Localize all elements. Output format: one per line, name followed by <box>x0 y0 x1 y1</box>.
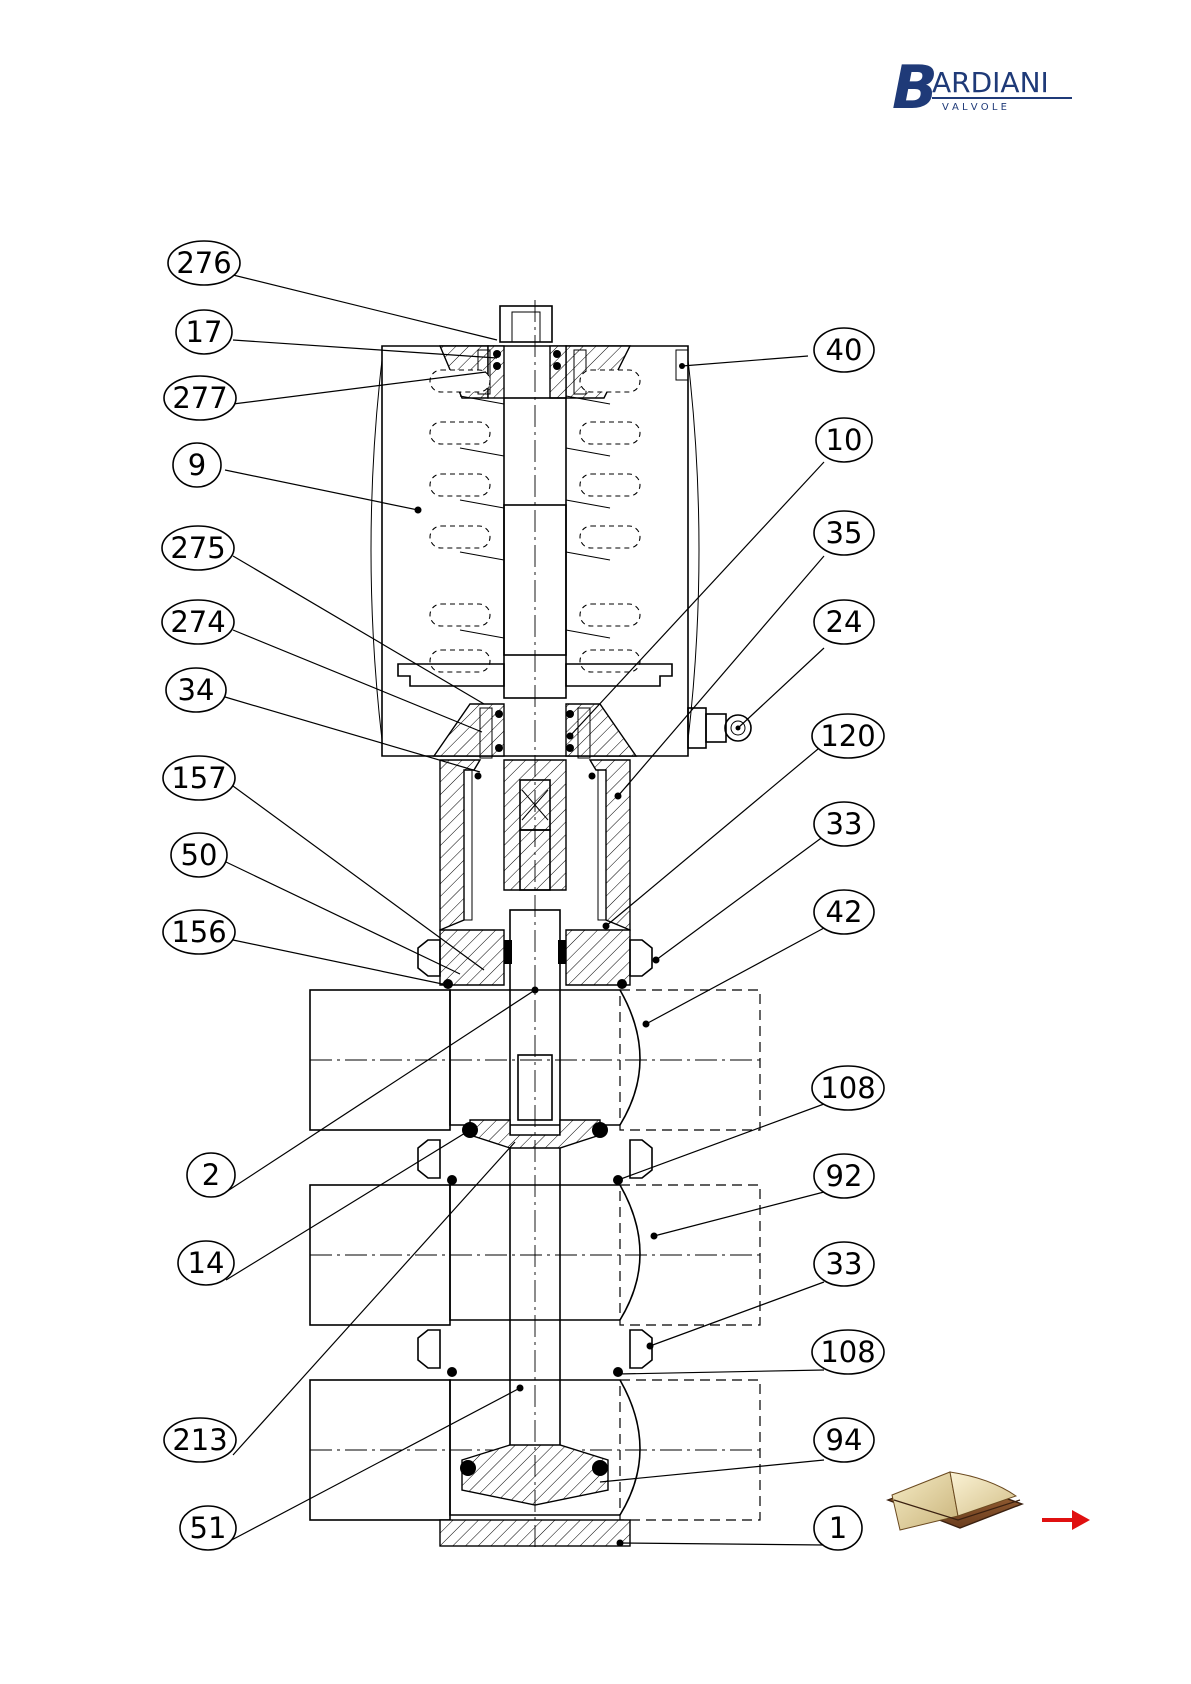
callout-label: 42 <box>826 895 863 929</box>
spring-coils-right <box>566 370 640 672</box>
callout-label: 156 <box>171 915 226 949</box>
callout-108-upper: 108 <box>812 1066 884 1110</box>
callout-42: 42 <box>814 890 874 934</box>
callout-label: 120 <box>820 719 875 753</box>
callout-label: 277 <box>172 381 227 415</box>
callout-157: 157 <box>163 756 235 800</box>
callout-51: 51 <box>180 1506 236 1550</box>
callout-label: 157 <box>171 761 226 795</box>
callout-24: 24 <box>814 600 874 644</box>
callout-label: 108 <box>820 1335 875 1369</box>
callout-276: 276 <box>168 241 240 285</box>
callout-label: 24 <box>826 605 863 639</box>
callout-33-lower: 33 <box>814 1242 874 1286</box>
logo-brand-text: ARDIANI <box>932 66 1049 99</box>
valve-body <box>310 300 760 1550</box>
callout-275: 275 <box>162 526 234 570</box>
callout-balloons: 276 17 277 9 275 274 34 157 50 156 2 14 … <box>162 241 884 1550</box>
bardiani-logo: B ARDIANI V A L V O L E <box>892 53 1072 123</box>
callout-label: 33 <box>826 1247 863 1281</box>
actuator-bottom-cover <box>434 704 504 756</box>
actuator-assembly <box>371 306 751 758</box>
callout-label: 94 <box>826 1423 863 1457</box>
right-arrow-icon[interactable] <box>1042 1510 1090 1530</box>
callout-label: 1 <box>829 1511 847 1545</box>
callout-33-upper: 33 <box>814 802 874 846</box>
callout-label: 2 <box>202 1158 220 1192</box>
callout-120: 120 <box>812 714 884 758</box>
callout-17: 17 <box>176 310 232 354</box>
callout-label: 50 <box>181 838 218 872</box>
callout-92: 92 <box>814 1154 874 1198</box>
callout-label: 14 <box>188 1246 225 1280</box>
callout-40: 40 <box>814 328 874 372</box>
callout-274: 274 <box>162 600 234 644</box>
callout-label: 17 <box>186 315 223 349</box>
callout-label: 33 <box>826 807 863 841</box>
callout-label: 51 <box>190 1511 227 1545</box>
logo-initial: B <box>892 53 938 123</box>
spring-coils-left <box>430 370 504 672</box>
callout-35: 35 <box>814 511 874 555</box>
callout-label: 276 <box>176 246 231 280</box>
callout-label: 275 <box>170 531 225 565</box>
callout-156: 156 <box>163 910 235 954</box>
callout-213: 213 <box>164 1418 236 1462</box>
callout-94: 94 <box>814 1418 874 1462</box>
callout-34: 34 <box>166 668 226 712</box>
callout-label: 35 <box>826 516 863 550</box>
callout-50: 50 <box>171 833 227 877</box>
open-book-icon[interactable] <box>888 1472 1022 1530</box>
callout-label: 108 <box>820 1071 875 1105</box>
callout-14: 14 <box>178 1241 234 1285</box>
logo-subtitle-text: V A L V O L E <box>942 102 1007 113</box>
callout-9: 9 <box>173 443 221 487</box>
callout-10: 10 <box>816 418 872 462</box>
callout-label: 34 <box>178 673 215 707</box>
callout-1: 1 <box>814 1506 862 1550</box>
callout-label: 92 <box>826 1159 863 1193</box>
top-nut <box>500 306 552 342</box>
callout-label: 274 <box>170 605 225 639</box>
callout-label: 40 <box>826 333 863 367</box>
callout-label: 10 <box>826 423 863 457</box>
callout-label: 9 <box>188 448 206 482</box>
callout-label: 213 <box>172 1423 227 1457</box>
callout-2: 2 <box>187 1153 235 1197</box>
callout-277: 277 <box>164 376 236 420</box>
callout-108-lower: 108 <box>812 1330 884 1374</box>
